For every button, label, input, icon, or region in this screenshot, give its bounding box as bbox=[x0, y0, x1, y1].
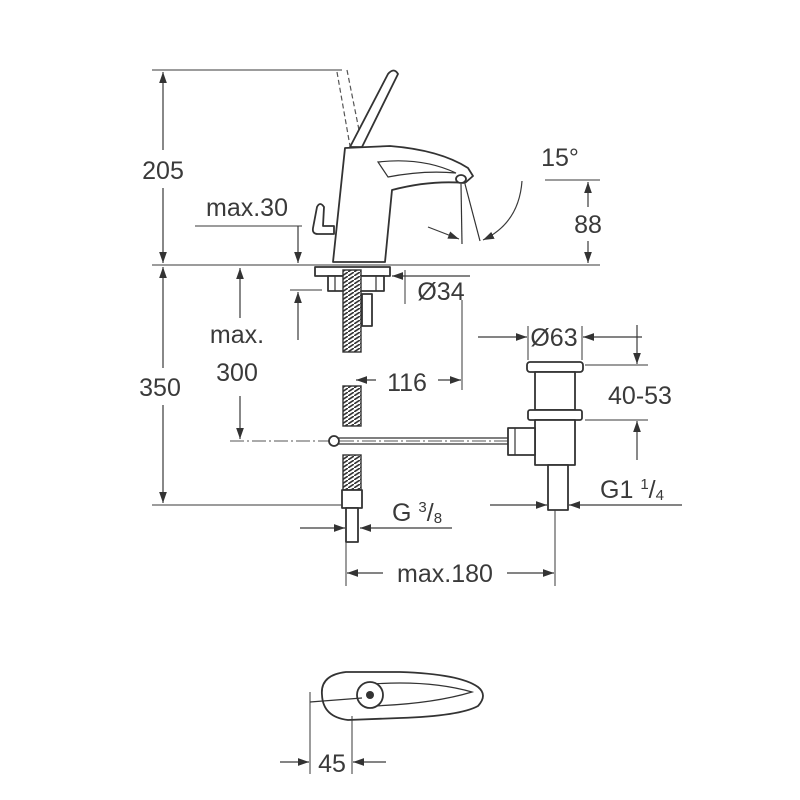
popup-rod-clip bbox=[328, 435, 340, 447]
waste-flange bbox=[526, 361, 584, 373]
supply-hose-upper bbox=[342, 269, 362, 353]
top-view-popup-knob bbox=[309, 697, 363, 703]
waste-body-lower bbox=[534, 419, 576, 466]
waste-rod-connector bbox=[507, 427, 536, 456]
hose-thread-label: G 3/8 bbox=[392, 499, 442, 527]
top-view-lever bbox=[371, 682, 475, 707]
rod-offset-label: 116 bbox=[387, 369, 427, 397]
waste-body-upper bbox=[534, 371, 576, 411]
waste-thread-den: 4 bbox=[656, 487, 664, 504]
waste-thread-sep: / bbox=[649, 476, 656, 504]
lever-clearance-label: max.30 bbox=[206, 194, 288, 222]
lever-alt-position-right bbox=[346, 69, 362, 141]
side-view-above-deck: 205 max.30 15° 88 bbox=[142, 69, 602, 340]
hose-thread-prefix: G bbox=[392, 499, 411, 527]
spout-angle-arc bbox=[482, 180, 523, 241]
waste-thread-label: G1 1/4 bbox=[600, 476, 664, 504]
waste-nut bbox=[527, 409, 583, 421]
hose-thread-den: 8 bbox=[434, 510, 442, 527]
top-view-offset-label: 45 bbox=[318, 750, 346, 778]
under-deck-label: 350 bbox=[139, 374, 181, 402]
lever-alt-position-left bbox=[336, 71, 351, 147]
hose-length-value: 300 bbox=[216, 359, 258, 387]
faucet-body bbox=[332, 145, 474, 263]
hose-thread-num: 3 bbox=[418, 499, 426, 516]
spout-angle-label: 15° bbox=[541, 144, 579, 172]
water-stream-vertical bbox=[460, 183, 463, 245]
spout-height-label: 88 bbox=[574, 211, 602, 239]
spout-angle-arrow-left bbox=[427, 226, 460, 240]
water-stream-angled bbox=[464, 183, 481, 242]
overall-height-label: 205 bbox=[142, 157, 184, 185]
supply-hose-middle bbox=[342, 385, 362, 427]
waste-tail-pipe bbox=[547, 464, 569, 511]
waste-diameter-label: Ø63 bbox=[530, 324, 577, 352]
side-view-below-deck: Ø34 max. 300 350 116 Ø63 bbox=[139, 266, 682, 588]
supply-hose-lower bbox=[342, 454, 362, 491]
faucet-lever bbox=[349, 69, 399, 148]
waste-thread-prefix: G1 bbox=[600, 476, 633, 504]
waste-thread-num: 1 bbox=[640, 476, 648, 493]
top-view: 45 bbox=[280, 671, 484, 778]
popup-guide bbox=[361, 293, 373, 327]
hose-length-label: max. bbox=[210, 321, 264, 349]
spout-highlight bbox=[376, 160, 457, 178]
hose-end-nut bbox=[341, 489, 363, 509]
hose-thread-sep: / bbox=[427, 499, 434, 527]
aerator bbox=[455, 174, 467, 184]
top-view-cartridge-center bbox=[366, 691, 374, 699]
popup-knob bbox=[311, 203, 335, 235]
shank-diameter-label: Ø34 bbox=[417, 278, 464, 306]
hose-end-tail bbox=[345, 507, 359, 543]
waste-offset-label: max.180 bbox=[397, 560, 493, 588]
waste-range-label: 40-53 bbox=[608, 382, 672, 410]
